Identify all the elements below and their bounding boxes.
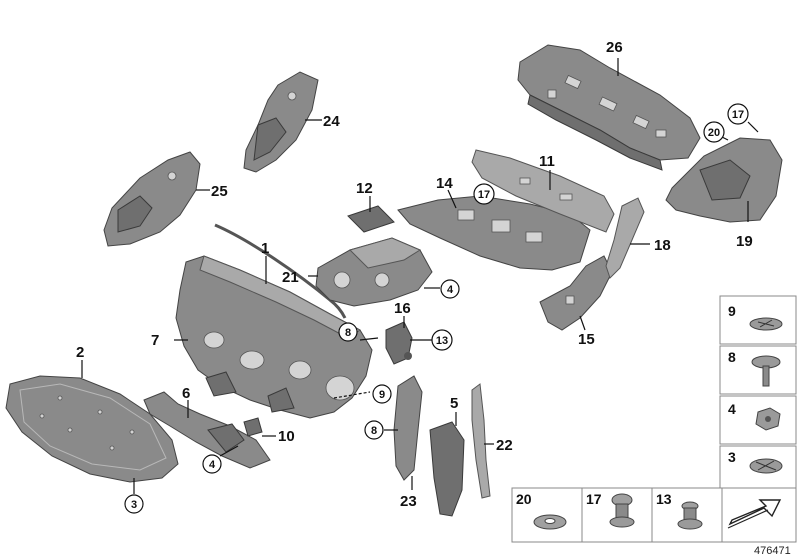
- part-15-pillar-insulation: [539, 255, 613, 331]
- part-23-column-insulation: [393, 375, 423, 481]
- part-10-pad: [243, 417, 263, 437]
- callout-16: 16: [394, 300, 411, 317]
- callout-12: 12: [356, 180, 373, 197]
- legend-arrow-symbol: [721, 487, 797, 543]
- callout-2: 2: [76, 344, 84, 361]
- svg-text:17: 17: [478, 189, 490, 201]
- callout-4-circled-lower: 4: [202, 454, 222, 474]
- svg-text:13: 13: [436, 335, 448, 347]
- part-21-tunnel-insulation: [315, 237, 433, 307]
- legend-item-8: 8: [719, 345, 797, 395]
- callout-1: 1: [261, 240, 269, 257]
- callout-8-circled-upper: 8: [338, 322, 358, 342]
- svg-text:20: 20: [516, 491, 532, 507]
- callout-4-circled-tunnel: 4: [440, 279, 460, 299]
- part-6-lower-insulation: [143, 391, 271, 469]
- part-22-strip: [471, 383, 491, 499]
- callout-3-circled: 3: [124, 494, 144, 514]
- part-26-rear-shelf-insulation: [517, 44, 701, 171]
- svg-text:9: 9: [379, 389, 385, 401]
- callout-23: 23: [400, 493, 417, 510]
- part-14-floor-insulation: [397, 195, 591, 271]
- callout-14: 14: [436, 175, 453, 192]
- leader-lines: [81, 58, 759, 494]
- svg-text:8: 8: [345, 327, 351, 339]
- svg-text:4: 4: [447, 284, 454, 296]
- part-1-seal-strip: [214, 223, 347, 319]
- callout-24: 24: [323, 113, 340, 130]
- svg-text:3: 3: [131, 499, 137, 511]
- callout-18: 18: [654, 237, 671, 254]
- svg-text:9: 9: [728, 303, 736, 319]
- callout-20-circled: 20: [703, 121, 725, 143]
- callout-8-circled-lower: 8: [364, 420, 384, 440]
- part-19-wheelhouse-insulation: [665, 137, 783, 223]
- callout-10: 10: [278, 428, 295, 445]
- legend-item-20: 20: [511, 487, 583, 543]
- part-12-mat: [347, 205, 395, 233]
- part-25-side-insulation: [103, 151, 201, 247]
- part-18-side-strip: [605, 197, 645, 279]
- legend-item-17: 17: [581, 487, 653, 543]
- svg-text:17: 17: [586, 491, 602, 507]
- part-5-column-insulation: [429, 421, 465, 517]
- callout-17-circled-rear: 17: [727, 103, 749, 125]
- callout-22: 22: [496, 437, 513, 454]
- callout-25: 25: [211, 183, 228, 200]
- callout-17-circled-floor: 17: [473, 183, 495, 205]
- part-7-bulkhead-insulation: [175, 255, 373, 419]
- svg-text:13: 13: [656, 491, 672, 507]
- svg-text:3: 3: [728, 449, 736, 465]
- part-24-side-insulation: [243, 71, 319, 173]
- svg-text:20: 20: [708, 127, 720, 139]
- callout-19: 19: [736, 233, 753, 250]
- svg-text:8: 8: [728, 349, 736, 365]
- part-11-crossmember-insulation: [471, 149, 615, 233]
- callout-15: 15: [578, 331, 595, 348]
- svg-text:17: 17: [732, 109, 744, 121]
- legend-item-4: 4: [719, 395, 797, 445]
- callout-26: 26: [606, 39, 623, 56]
- legend-item-3: 3: [719, 445, 797, 495]
- svg-text:8: 8: [371, 425, 377, 437]
- clip-13: [404, 352, 412, 360]
- legend-item-9: 9: [719, 295, 797, 345]
- callout-21: 21: [282, 269, 299, 286]
- callout-11: 11: [539, 153, 555, 170]
- callout-9-circled: 9: [372, 384, 392, 404]
- legend-item-13: 13: [651, 487, 723, 543]
- callout-7: 7: [151, 332, 159, 349]
- callout-5: 5: [450, 395, 458, 412]
- svg-text:4: 4: [728, 401, 736, 417]
- callout-6: 6: [182, 385, 190, 402]
- document-number: 476471: [754, 545, 791, 557]
- callout-13-circled: 13: [431, 329, 453, 351]
- svg-text:4: 4: [209, 459, 216, 471]
- part-2-hood-insulation: [5, 375, 179, 483]
